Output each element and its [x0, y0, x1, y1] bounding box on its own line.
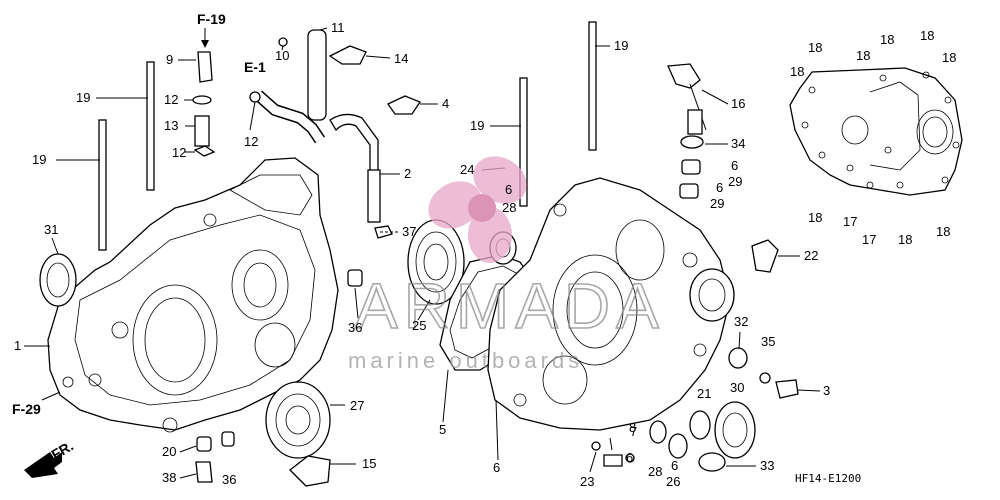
callout: 6 [493, 460, 500, 475]
callout: 18 [942, 50, 956, 65]
callout: 22 [804, 248, 818, 263]
callout: 11 [331, 20, 345, 35]
callout: 36 [222, 472, 236, 487]
callout: 18 [790, 64, 804, 79]
callout: 29 [728, 174, 742, 189]
ref-e1: E-1 [244, 59, 266, 75]
callout: 23 [580, 474, 594, 489]
callout: 9 [166, 52, 173, 67]
front-arrow-icon [24, 452, 62, 478]
side-cover [789, 67, 963, 196]
ref-f19: F-19 [197, 11, 226, 27]
callout: 6 [671, 458, 678, 473]
callout: 3 [823, 383, 830, 398]
left-crankcase [47, 157, 339, 433]
callout: 28 [648, 464, 662, 479]
callout: 4 [442, 96, 449, 111]
callout: 25 [412, 318, 426, 333]
callout: 6 [505, 182, 512, 197]
bracket-22 [751, 239, 779, 273]
callout: 18 [936, 224, 950, 239]
callout: 18 [880, 32, 894, 47]
callout: 18 [898, 232, 912, 247]
callout: 6 [731, 158, 738, 173]
callout: 29 [710, 196, 724, 211]
diagram-code: HF14-E1200 [795, 472, 861, 485]
callout: 20 [162, 444, 176, 459]
callout: 21 [697, 386, 711, 401]
ref-f29: F-29 [12, 401, 41, 417]
callout: 2 [404, 166, 411, 181]
callout: 37 [402, 224, 416, 239]
callout: 16 [731, 96, 745, 111]
callout: 19 [614, 38, 628, 53]
watermark-tagline: marine outboards [348, 348, 583, 373]
callout: 7 [630, 424, 637, 439]
callout: 10 [275, 48, 289, 63]
callout: 6 [626, 450, 633, 465]
callout: 5 [439, 422, 446, 437]
callout: 38 [162, 470, 176, 485]
callout: 35 [761, 334, 775, 349]
callout: 19 [32, 152, 46, 167]
right-crankcase [487, 177, 735, 431]
callout: 36 [348, 320, 362, 335]
callout: 18 [808, 210, 822, 225]
bearing-27 [265, 381, 331, 459]
bearing-25 [407, 219, 465, 305]
callout: 30 [730, 380, 744, 395]
small-parts-right [591, 347, 799, 472]
callout: 6 [716, 180, 723, 195]
callout: 18 [856, 48, 870, 63]
callout: 19 [76, 90, 90, 105]
callout: 31 [44, 222, 58, 237]
callout: 15 [362, 456, 376, 471]
callout: 12 [164, 92, 178, 107]
callout: 19 [470, 118, 484, 133]
callout: 34 [731, 136, 745, 151]
oil-seal-31 [39, 253, 77, 307]
leader-lines [24, 27, 821, 479]
callout: 13 [164, 118, 178, 133]
callout: 18 [920, 28, 934, 43]
callout: 14 [394, 51, 408, 66]
callout: 33 [760, 458, 774, 473]
callout: 26 [666, 474, 680, 489]
plate-15 [289, 455, 331, 487]
callout: 32 [734, 314, 748, 329]
stud-bolt-right [519, 21, 597, 207]
watermark: ARMADA marine outboards [348, 156, 665, 373]
callout: 17 [843, 214, 857, 229]
callout: 12 [172, 145, 186, 160]
callout: 17 [862, 232, 876, 247]
callout: 18 [808, 40, 822, 55]
callout: 24 [460, 162, 474, 177]
stud-bolt-left [98, 61, 155, 251]
small-parts-left [195, 225, 393, 483]
callout: 1 [14, 338, 21, 353]
callout: 12 [244, 134, 258, 149]
watermark-brand: ARMADA [355, 270, 665, 342]
callout: 8 [629, 420, 636, 435]
callout: 28 [502, 200, 516, 215]
sensor-parts-right [667, 63, 707, 199]
callout: 27 [350, 398, 364, 413]
callout-numbers: 11 14 4 2 37 9 10 12 12 12 13 19 19 19 1… [14, 20, 956, 489]
watermark-logo-icon [428, 156, 527, 263]
breather-assembly [192, 29, 421, 223]
